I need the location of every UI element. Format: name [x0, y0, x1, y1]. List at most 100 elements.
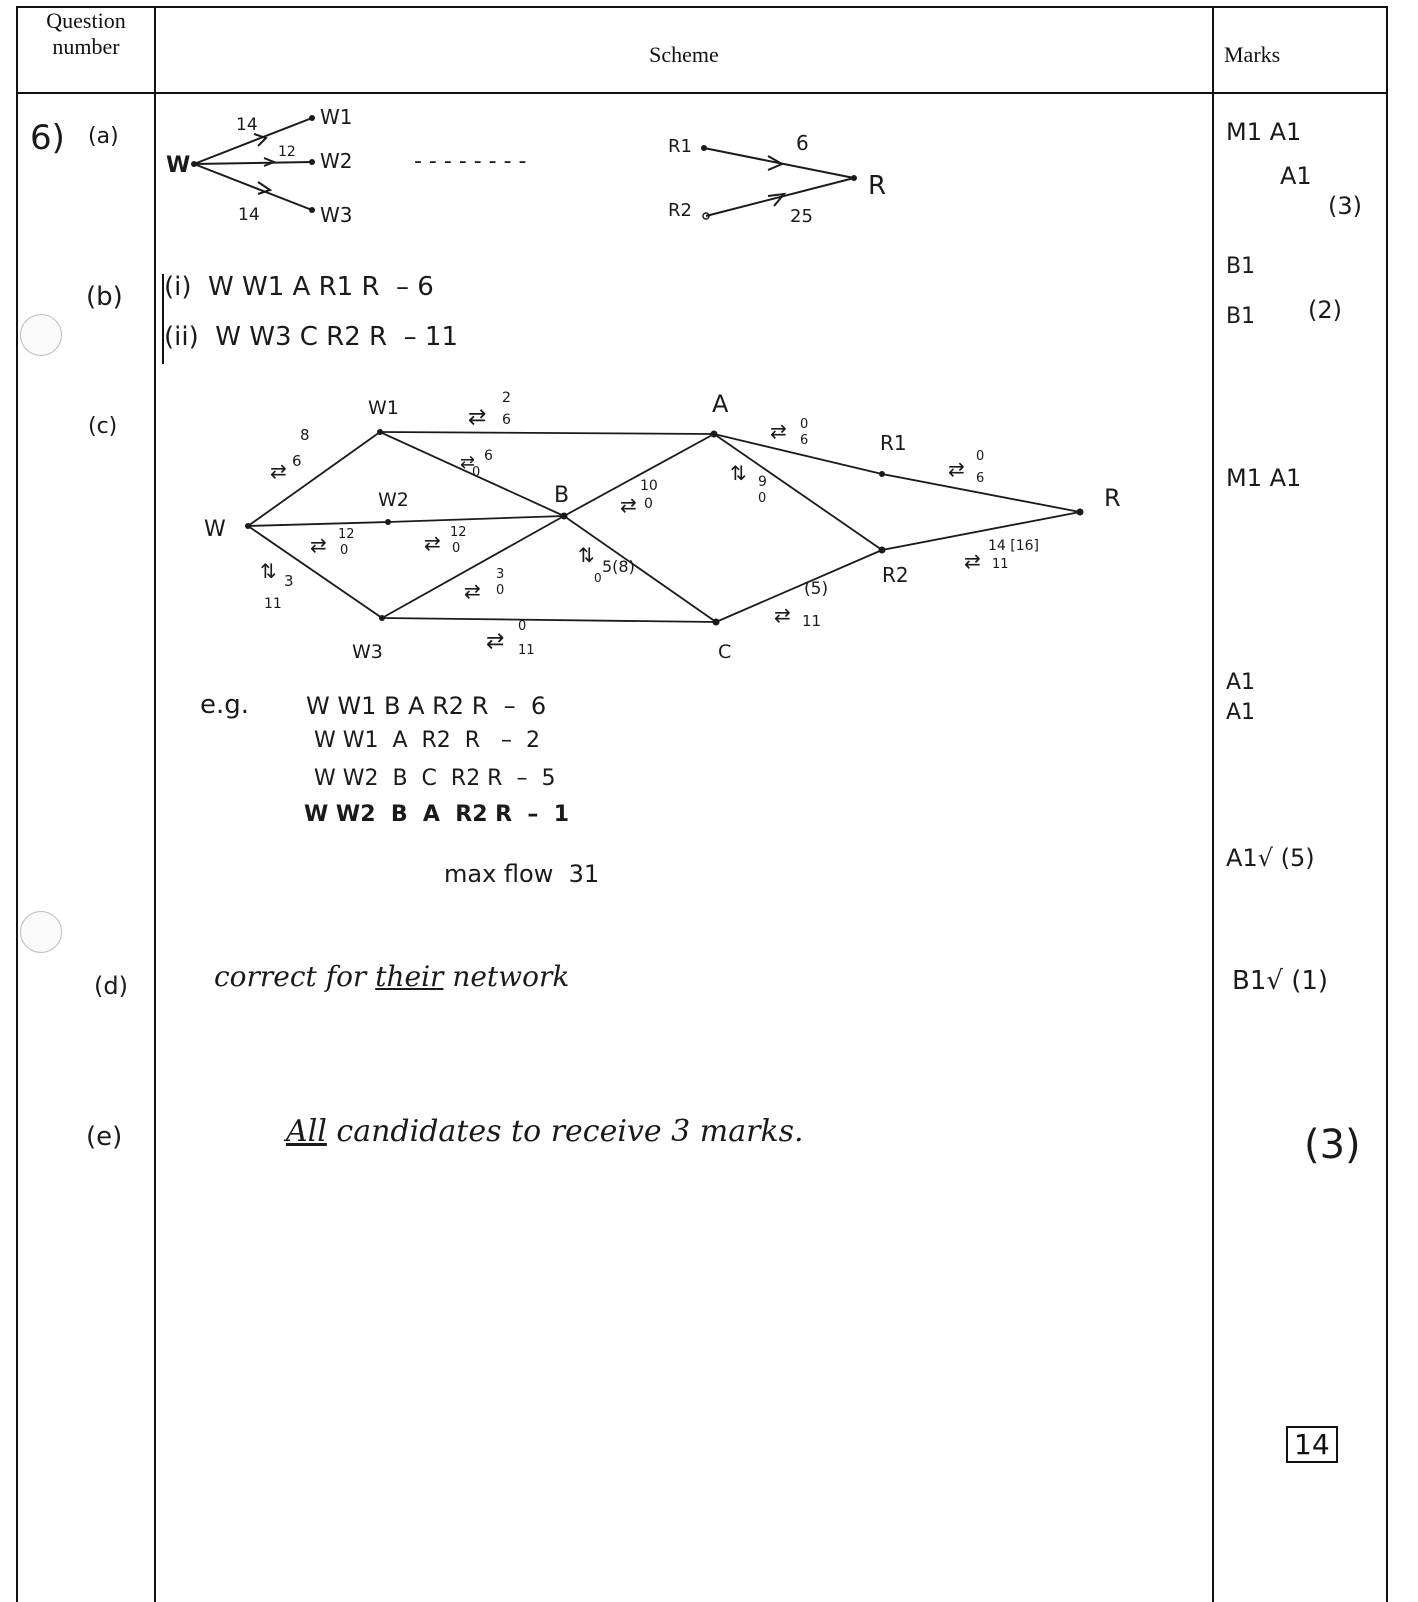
punch-hole-top — [20, 314, 62, 356]
capacity-r1-r: 6 — [796, 131, 809, 155]
svg-text:⇅: ⇅ — [730, 461, 747, 485]
node-w2: W2 — [320, 149, 353, 173]
capacity-r2-r: 25 — [790, 206, 813, 227]
svg-text:⇄: ⇄ — [464, 579, 481, 603]
node-b: B — [554, 483, 569, 508]
edge-w-w1-flow: 6 — [292, 452, 302, 470]
part-c-label: (c) — [88, 414, 118, 439]
part-c-path-1: W W1 B A R2 R – 6 — [306, 692, 547, 720]
capacity-w-w2: 12 — [278, 144, 296, 160]
edge-a-r1-cap: 0 — [800, 417, 808, 432]
node-w: W — [204, 517, 226, 542]
svg-text:⇄: ⇄ — [770, 419, 787, 443]
capacity-w-w1: 14 — [236, 115, 258, 135]
edge-w-w2-cap-1: 12 — [338, 527, 355, 542]
header-question-number: Question number — [46, 8, 126, 59]
edge-r1-r-flow: 6 — [976, 471, 984, 486]
node-w3: W3 — [320, 203, 353, 227]
edge-w1-a-flow: 6 — [502, 412, 511, 428]
node-c: C — [718, 641, 731, 662]
edge-r2-r-flow: 11 — [992, 557, 1009, 572]
border-left — [16, 6, 18, 1602]
svg-text:⇄: ⇄ — [468, 405, 486, 430]
svg-text:⇄: ⇄ — [964, 549, 981, 573]
part-d-mark: B1√ (1) — [1232, 966, 1329, 996]
svg-text:⇄: ⇄ — [486, 629, 504, 654]
part-c-max-flow: max flow 31 — [444, 860, 600, 888]
svg-text:⇄: ⇄ — [620, 493, 637, 517]
edge-w1-a-cap: 2 — [502, 390, 511, 406]
node-r2: R2 — [668, 200, 692, 221]
svg-text:⇄: ⇄ — [424, 531, 441, 555]
node-w1: W1 — [320, 105, 353, 129]
part-c-eg-label: e.g. — [200, 690, 250, 720]
part-e-mark: (3) — [1304, 1122, 1361, 1168]
node-a: A — [712, 390, 729, 418]
part-c-mark-total: A1√ (5) — [1226, 844, 1315, 872]
edge-w-w2-flow-1: 0 — [340, 543, 348, 558]
edge-w1-b-cap: 6 — [484, 448, 493, 464]
edge-a-r2-cap: 9 — [758, 474, 767, 490]
svg-text:⇄: ⇄ — [270, 459, 287, 483]
part-a-mark-2: A1 — [1280, 162, 1312, 190]
part-e-label: (e) — [86, 1122, 123, 1152]
part-b-mark-2: B1 — [1226, 304, 1256, 329]
part-e-text: All candidates to receive 3 marks. — [286, 1114, 804, 1149]
part-b-line-1: (i) W W1 A R1 R – 6 — [164, 272, 434, 302]
capacity-w-w3: 14 — [238, 205, 260, 225]
edge-w-w2-cap-2: 12 — [450, 525, 467, 540]
part-c-mark-2: A1 — [1226, 670, 1256, 695]
edge-a-r2-flow: 0 — [758, 491, 766, 506]
part-d-label: (d) — [94, 972, 128, 1000]
part-c-network: W W1 W2 W3 A B C R1 R2 R 8 ⇄ 6 ⇄ 12 0 ⇄ … — [204, 390, 1121, 662]
edge-w-w2-flow-2: 0 — [452, 541, 460, 556]
edge-w1-b-flow: 0 — [472, 465, 480, 480]
column-divider-2 — [1212, 6, 1214, 1602]
node-w: W — [166, 153, 190, 178]
svg-text:⇅: ⇅ — [578, 543, 595, 567]
question-number: 6) — [30, 118, 65, 158]
part-d-text-suffix: network — [443, 960, 570, 993]
part-c-mark-1: M1 A1 — [1226, 464, 1302, 492]
total-marks: 14 — [1286, 1426, 1338, 1463]
part-d-text: correct for their network — [214, 960, 569, 993]
edge-w-w3-flow: 11 — [264, 596, 282, 612]
border-right — [1386, 6, 1388, 1602]
mark-scheme-page: Question number Scheme Marks 6) (a) — [14, 6, 1410, 1602]
border-top — [16, 6, 1388, 8]
part-c-path-3: W W2 B C R2 R – 5 — [314, 766, 556, 791]
part-c-mark-3: A1 — [1226, 700, 1256, 725]
edge-w3-b-cap: 3 — [496, 567, 504, 582]
edge-r1-r-cap: 0 — [976, 449, 984, 464]
part-c-path-4: W W2 B A R2 R – 1 — [304, 802, 570, 827]
part-a-mark-1: M1 A1 — [1226, 118, 1302, 146]
node-r: R — [868, 171, 886, 201]
svg-text:⇄: ⇄ — [460, 452, 475, 473]
node-r1: R1 — [880, 431, 907, 455]
header-marks: Marks — [1224, 42, 1281, 67]
node-w1: W1 — [368, 397, 399, 419]
part-a-label: (a) — [88, 124, 119, 149]
part-a-diagram: W W1 W2 W3 14 12 14 - - - - - - - - R1 R… — [166, 105, 886, 227]
edge-c-r2-flow: 11 — [802, 612, 821, 630]
svg-text:⇄: ⇄ — [310, 533, 327, 557]
part-b-mark-total: (2) — [1308, 296, 1342, 324]
svg-text:⇅: ⇅ — [260, 559, 277, 583]
edge-a-r1-flow: 6 — [800, 433, 808, 448]
node-r1: R1 — [668, 136, 692, 157]
part-c-path-2: W W1 A R2 R – 2 — [314, 728, 541, 753]
edge-w3-b-flow: 0 — [496, 583, 504, 598]
part-d-text-underlined: their — [375, 960, 444, 993]
part-b-label: (b) — [86, 282, 123, 312]
punch-hole-bottom — [20, 911, 62, 953]
edge-w-w3-cap: 3 — [284, 572, 294, 590]
edge-b-c-flow: 0 — [594, 571, 602, 585]
part-b-mark-1: B1 — [1226, 254, 1256, 279]
part-b-line-2: (ii) W W3 C R2 R – 11 — [164, 322, 458, 352]
edge-c-r2-cap: (5) — [804, 579, 828, 599]
edge-w-w1-cap: 8 — [300, 426, 310, 444]
node-r: R — [1104, 484, 1121, 512]
column-divider-1 — [154, 6, 156, 1602]
edge-r2-r-cap: 14 [16] — [988, 538, 1039, 554]
part-e-text-suffix: candidates to receive 3 marks. — [326, 1114, 804, 1149]
